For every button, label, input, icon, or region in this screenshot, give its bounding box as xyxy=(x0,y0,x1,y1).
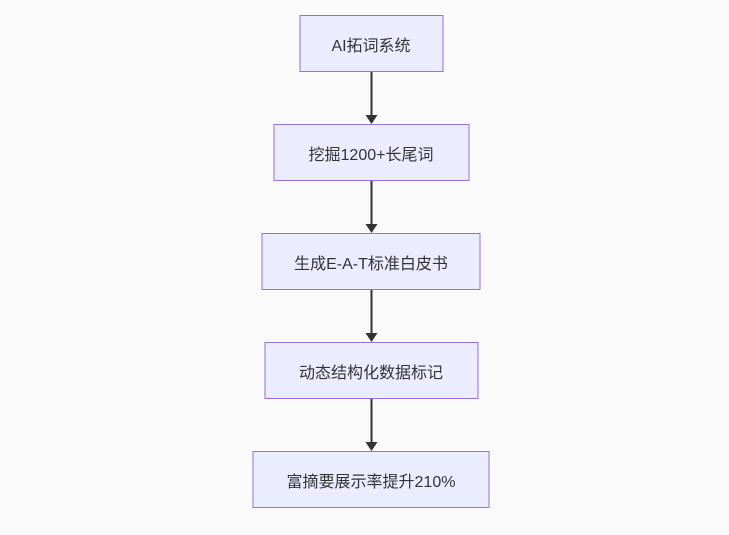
flow-node-ai-word-system: AI拓词系统 xyxy=(299,15,443,72)
flow-edge-1 xyxy=(365,72,377,124)
arrow-down-icon xyxy=(365,442,377,451)
arrow-line xyxy=(370,290,372,333)
flow-edge-2 xyxy=(365,181,377,233)
flow-node-label: AI拓词系统 xyxy=(331,37,411,55)
flowchart: AI拓词系统 挖掘1200+长尾词 生成E-A-T标准白皮书 动态结构化数据标记 xyxy=(252,15,490,508)
flow-node-longtail-mining: 挖掘1200+长尾词 xyxy=(273,124,469,181)
flow-edge-4 xyxy=(365,399,377,451)
arrow-line xyxy=(370,181,372,224)
flow-node-label: 富摘要展示率提升210% xyxy=(286,473,456,491)
arrow-line xyxy=(370,399,372,442)
flow-node-label: 动态结构化数据标记 xyxy=(298,364,443,382)
arrow-line xyxy=(370,72,372,115)
flow-node-structured-data-markup: 动态结构化数据标记 xyxy=(264,342,478,399)
flow-node-rich-snippet-result: 富摘要展示率提升210% xyxy=(252,451,490,508)
arrow-down-icon xyxy=(365,115,377,124)
flow-node-label: 挖掘1200+长尾词 xyxy=(308,146,434,164)
flow-node-eat-whitepaper: 生成E-A-T标准白皮书 xyxy=(261,233,481,290)
flow-node-label: 生成E-A-T标准白皮书 xyxy=(294,255,448,273)
arrow-down-icon xyxy=(365,333,377,342)
arrow-down-icon xyxy=(365,224,377,233)
flow-edge-3 xyxy=(365,290,377,342)
